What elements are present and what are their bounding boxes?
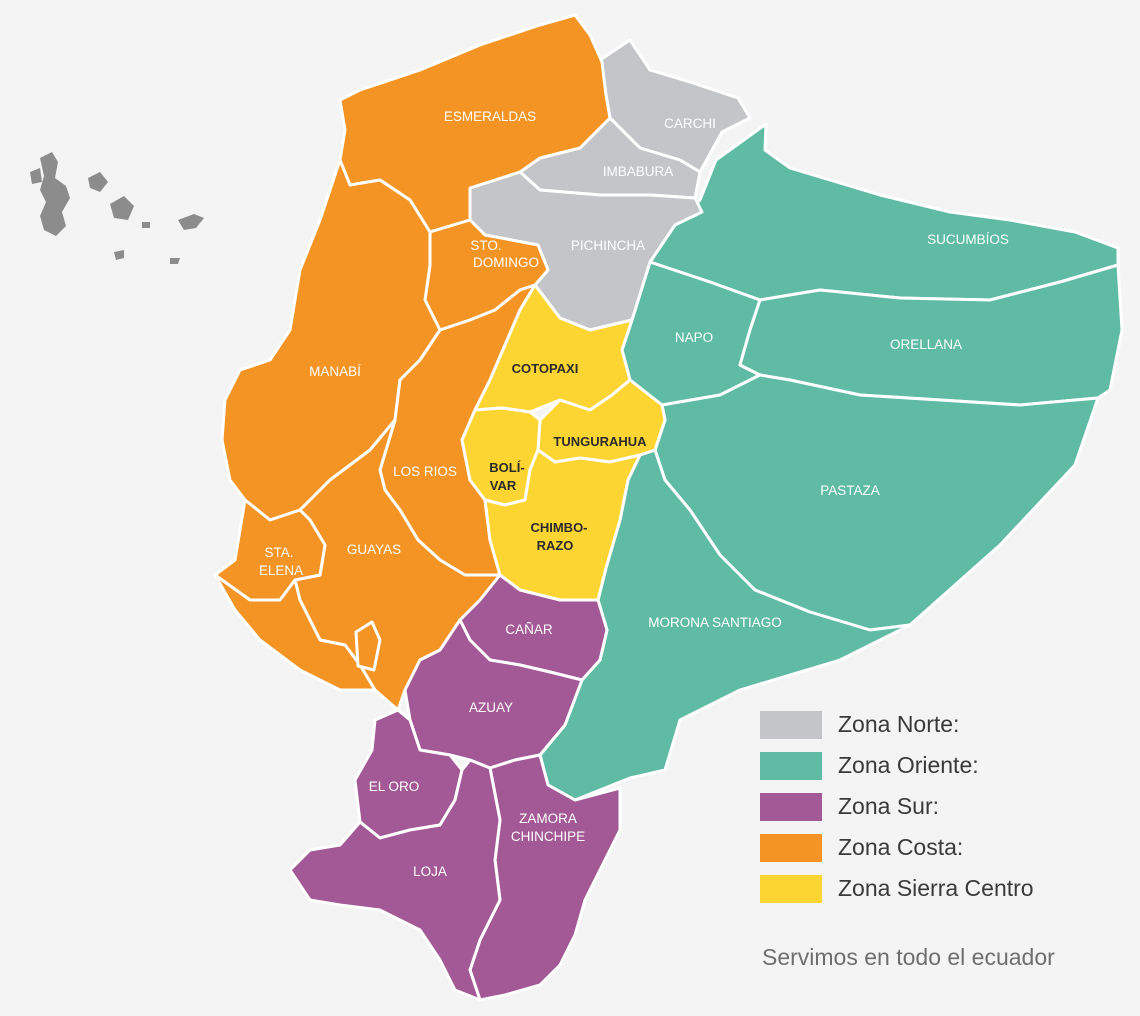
label-loja: LOJA — [413, 864, 447, 879]
label-manabi: MANABÍ — [309, 364, 361, 379]
label-pastaza: PASTAZA — [820, 483, 880, 498]
province-coast-south — [213, 573, 377, 692]
label-guayas: GUAYAS — [347, 542, 401, 557]
espanola-island — [170, 258, 180, 264]
legend-swatch-norte — [760, 710, 822, 739]
zona-sur — [288, 573, 622, 1002]
legend-label-norte: Zona Norte: — [838, 711, 960, 737]
label-sto-domingo-line2: DOMINGO — [473, 255, 539, 270]
legend-item-oriente: Zona Oriente: — [760, 745, 1034, 786]
legend-item-sur: Zona Sur: — [760, 786, 1034, 827]
legend-label-costa: Zona Costa: — [838, 834, 964, 860]
label-bolivar-line2: VAR — [490, 478, 517, 493]
province-sucumbios — [648, 122, 1120, 302]
tagline: Servimos en todo el ecuador — [762, 944, 1055, 970]
label-sta-elena-line1: STA. — [264, 545, 293, 560]
label-cotopaxi: COTOPAXI — [512, 361, 579, 376]
label-carchi: CARCHI — [664, 116, 716, 131]
legend-item-costa: Zona Costa: — [760, 827, 1034, 868]
label-sta-elena-line2: ELENA — [259, 563, 303, 578]
pinta-island — [142, 222, 150, 228]
label-sto-domingo-line1: STO. — [470, 238, 501, 253]
floreana-island — [114, 250, 124, 260]
map-legend: Zona Norte: Zona Oriente: Zona Sur: Zona… — [760, 704, 1034, 909]
legend-swatch-oriente — [760, 751, 822, 780]
galapagos-islands — [30, 152, 204, 264]
label-pichincha: PICHINCHA — [571, 238, 645, 253]
label-los-rios: LOS RIOS — [393, 464, 457, 479]
legend-label-sierra: Zona Sierra Centro — [838, 875, 1034, 901]
legend-item-sierra: Zona Sierra Centro — [760, 868, 1034, 909]
legend-swatch-sur — [760, 792, 822, 821]
label-esmeraldas: ESMERALDAS — [444, 109, 536, 124]
label-napo: NAPO — [675, 330, 713, 345]
label-zamora-line2: CHINCHIPE — [511, 829, 585, 844]
legend-swatch-sierra — [760, 874, 822, 903]
label-chimborazo-line2: RAZO — [537, 538, 574, 553]
santa-cruz-island — [110, 196, 134, 220]
label-tungurahua: TUNGURAHUA — [553, 434, 647, 449]
puna-island — [354, 620, 382, 672]
province-sta-elena — [213, 498, 327, 602]
label-canar: CAÑAR — [505, 622, 553, 637]
label-orellana: ORELLANA — [890, 337, 962, 352]
zona-oriente — [538, 122, 1124, 802]
label-azuay: AZUAY — [469, 700, 513, 715]
zona-costa — [213, 13, 612, 712]
san-cristobal-island — [178, 214, 204, 230]
label-imbabura: IMBABURA — [603, 164, 674, 179]
province-labels: ESMERALDAS CARCHI IMBABURA SUCUMBÍOS PIC… — [259, 109, 1009, 879]
label-chimborazo-line1: CHIMBO- — [530, 520, 587, 535]
fernandina-island — [30, 168, 42, 184]
santiago-island — [88, 172, 108, 192]
province-loja — [288, 758, 502, 1002]
label-morona-santiago: MORONA SANTIAGO — [648, 615, 782, 630]
isabela-island — [40, 152, 70, 236]
legend-label-sur: Zona Sur: — [838, 793, 939, 819]
label-zamora-line1: ZAMORA — [519, 811, 577, 826]
label-sucumbios: SUCUMBÍOS — [927, 232, 1009, 247]
zona-norte — [468, 38, 752, 332]
label-bolivar-line1: BOLÍ- — [489, 460, 524, 475]
zona-sierra-centro — [460, 283, 667, 602]
legend-item-norte: Zona Norte: — [760, 704, 1034, 745]
label-el-oro: EL ORO — [369, 779, 420, 794]
legend-label-oriente: Zona Oriente: — [838, 752, 979, 778]
legend-swatch-costa — [760, 833, 822, 862]
